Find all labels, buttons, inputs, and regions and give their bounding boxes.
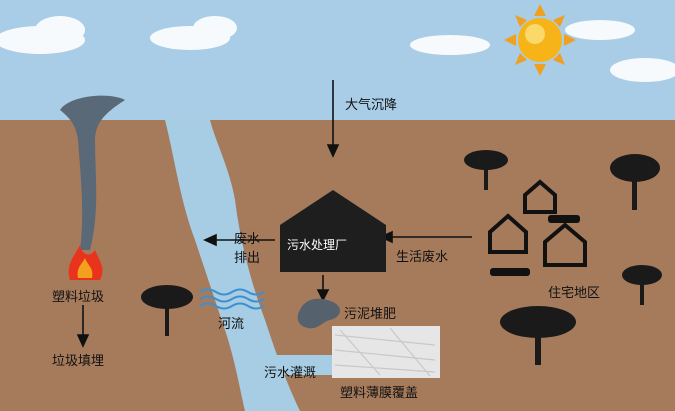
wastewater-discharge-label-1: 废水 [234,232,261,247]
plastic-waste-label: 塑料垃圾 [52,290,105,305]
wastewater-discharge-label-2: 排出 [234,251,261,266]
plastic-film-icon [332,326,440,378]
landfill-label: 垃圾填埋 [52,354,105,369]
residential-area-label: 住宅地区 [548,286,601,301]
fire-icon [68,245,103,280]
sewage-irrigation-label: 污水灌溉 [264,366,317,381]
sludge-pile-icon [297,298,341,329]
arrows [76,80,472,348]
sun-icon [504,4,576,76]
smoke-icon [60,95,125,251]
atmospheric-deposition-label: 大气沉降 [345,98,398,113]
tree-icon [141,150,662,365]
domestic-wastewater-label: 生活废水 [396,250,449,265]
irrigation-channel [255,355,335,375]
cloud-icon [0,16,675,82]
river [165,120,300,411]
sludge-compost-label: 污泥堆肥 [344,307,397,322]
house-icon [488,179,587,267]
car-icon [490,215,580,276]
river-label: 河流 [218,317,245,332]
plastic-mulch-label: 塑料薄膜覆盖 [340,386,419,401]
factory-icon [280,190,386,272]
wave-icon [199,288,265,310]
wastewater-plant-label: 污水处理厂 [287,238,348,252]
